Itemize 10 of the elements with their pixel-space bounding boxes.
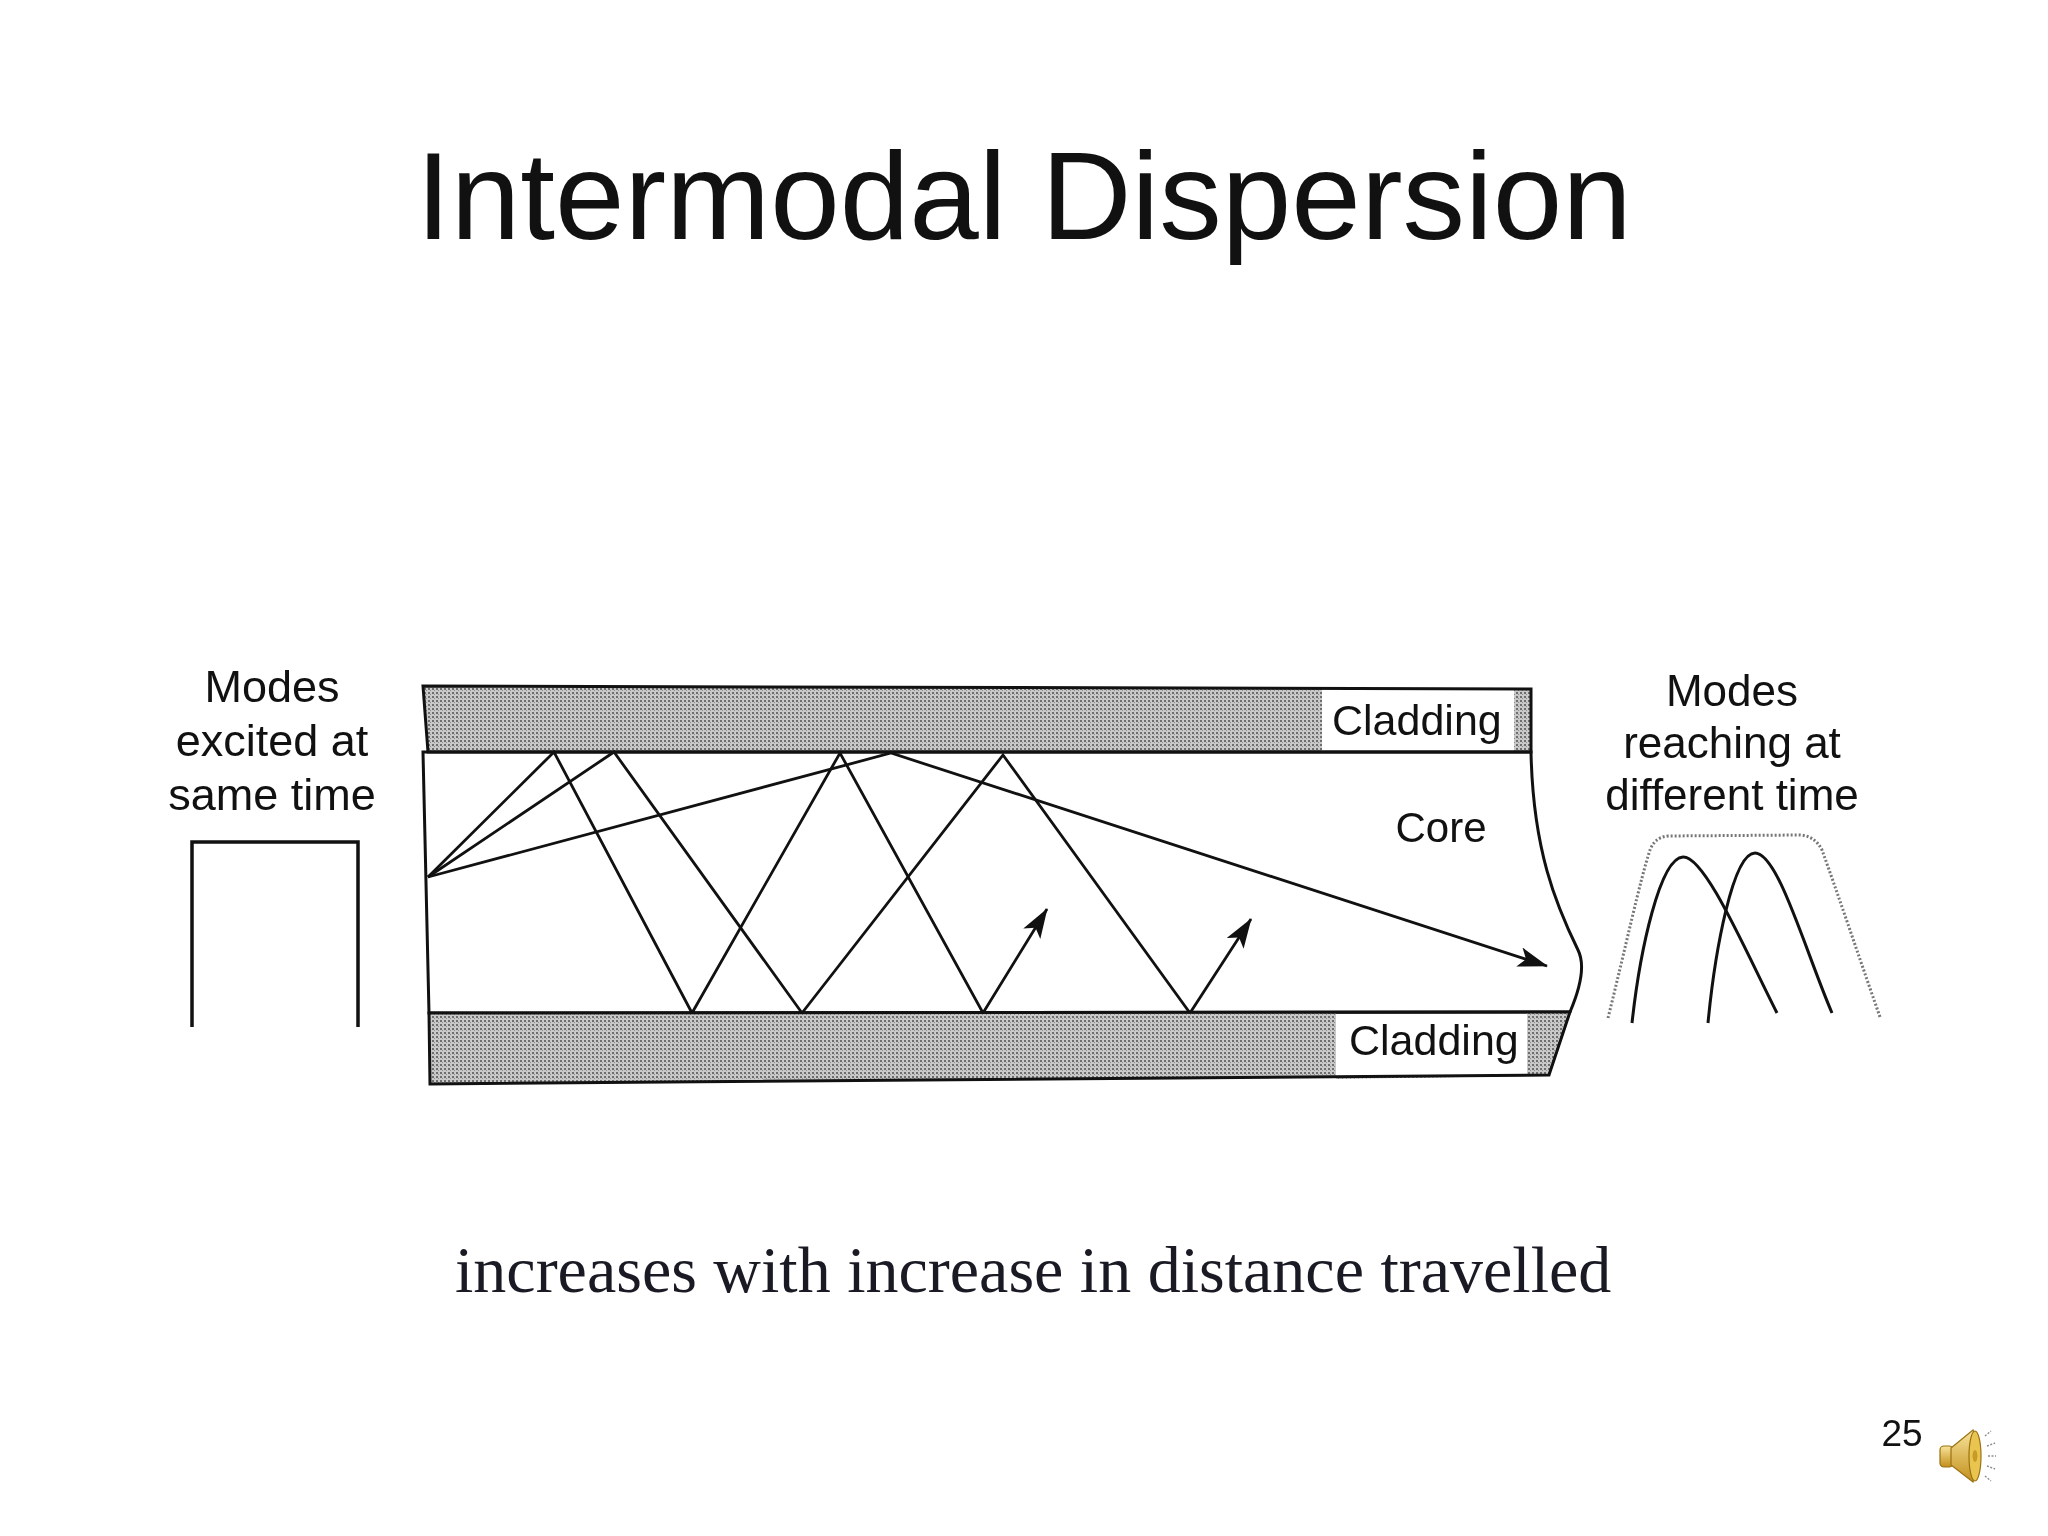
cladding-label: Cladding (1332, 695, 1502, 747)
output-pulse-label: Modes reaching at different time (1604, 664, 1860, 821)
cladding-label: Cladding (1349, 1015, 1519, 1067)
caption-text: increases with increase in distance travelled (455, 1232, 1612, 1309)
page-number: 25 (1881, 1411, 1923, 1456)
slide-title: Intermodal Dispersion (416, 124, 1632, 267)
input-pulse-label: Modes excited at same time (167, 660, 377, 823)
cladding-band (426, 1009, 1574, 1087)
core-label: Core (1395, 803, 1487, 854)
cladding-band (420, 683, 1534, 754)
